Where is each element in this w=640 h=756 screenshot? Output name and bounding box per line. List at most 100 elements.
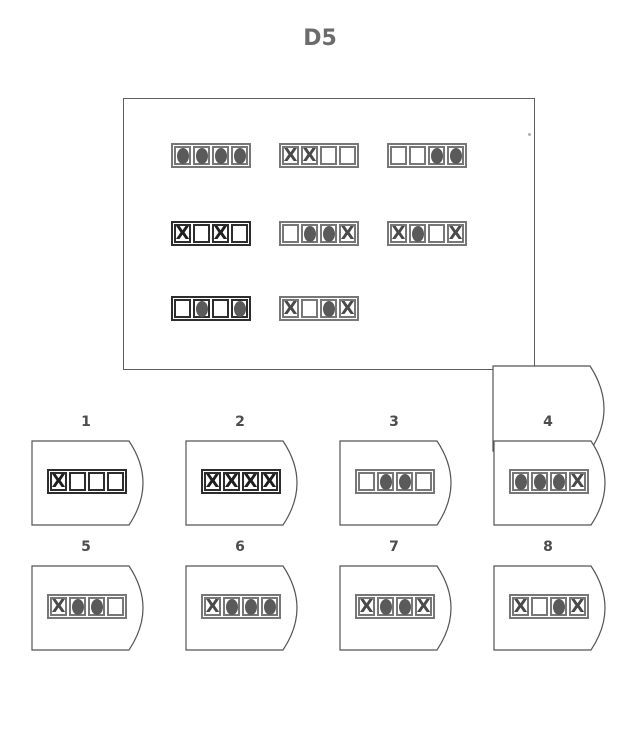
x-mark-icon: X (283, 144, 298, 166)
matrix-strip-r1-c3 (387, 143, 467, 168)
matrix-strip-r2-c2: X (279, 221, 359, 246)
strip-cell-x: X (174, 224, 191, 243)
option-strip: X (509, 469, 589, 494)
filled-oval-icon (195, 300, 208, 317)
filled-oval-icon (430, 147, 443, 164)
strip-cell-dot (88, 597, 105, 616)
puzzle-title: D5 (303, 26, 337, 51)
filled-oval-icon (233, 147, 246, 164)
matrix-strip-r1-c1 (171, 143, 251, 168)
filled-oval-icon (263, 598, 276, 615)
strip-cell-blank (88, 472, 105, 491)
strip-cell-x: X (50, 472, 67, 491)
strip-cell-blank (193, 224, 210, 243)
strip-cell-blank (107, 472, 124, 491)
strip-cell-dot (231, 299, 248, 318)
strip-cell-x: X (261, 472, 278, 491)
option-number: 1 (81, 414, 91, 430)
strip-cell-dot (377, 472, 394, 491)
x-mark-icon: X (302, 144, 317, 166)
x-mark-icon: X (205, 470, 220, 492)
x-mark-icon: X (262, 470, 277, 492)
strip-cell-x: X (415, 597, 432, 616)
x-mark-icon: X (283, 297, 298, 319)
filled-oval-icon (322, 225, 335, 242)
strip-cell-blank (301, 299, 318, 318)
x-mark-icon: X (51, 470, 66, 492)
strip-cell-blank (231, 224, 248, 243)
strip-cell-dot (242, 597, 259, 616)
strip-cell-x: X (390, 224, 407, 243)
filled-oval-icon (398, 473, 411, 490)
strip-cell-x: X (204, 472, 221, 491)
filled-oval-icon (90, 598, 103, 615)
x-mark-icon: X (340, 297, 355, 319)
x-mark-icon: X (205, 595, 220, 617)
strip-cell-x: X (339, 299, 356, 318)
x-mark-icon: X (224, 470, 239, 492)
strip-cell-x: X (569, 597, 586, 616)
strip-cell-x: X (212, 224, 229, 243)
strip-cell-dot (301, 224, 318, 243)
strip-cell-dot (193, 146, 210, 165)
strip-cell-dot (223, 597, 240, 616)
strip-cell-x: X (301, 146, 318, 165)
filled-oval-icon (244, 598, 257, 615)
strip-cell-blank (339, 146, 356, 165)
strip-cell-x: X (50, 597, 67, 616)
strip-cell-dot (512, 472, 529, 491)
strip-cell-dot (193, 299, 210, 318)
option-number: 5 (81, 539, 91, 555)
strip-cell-dot (550, 597, 567, 616)
strip-cell-dot (261, 597, 278, 616)
x-mark-icon: X (51, 595, 66, 617)
option-strip: X (201, 594, 281, 619)
strip-cell-dot (320, 299, 337, 318)
strip-cell-x: X (204, 597, 221, 616)
x-mark-icon: X (213, 222, 228, 244)
strip-cell-dot (174, 146, 191, 165)
x-mark-icon: X (175, 222, 190, 244)
strip-cell-dot (550, 472, 567, 491)
filled-oval-icon (449, 147, 462, 164)
strip-cell-x: X (242, 472, 259, 491)
filled-oval-icon (176, 147, 189, 164)
strip-cell-blank (69, 472, 86, 491)
strip-cell-x: X (569, 472, 586, 491)
option-number: 7 (389, 539, 399, 555)
speck (528, 133, 531, 136)
matrix-strip-r3-c1 (171, 296, 251, 321)
filled-oval-icon (71, 598, 84, 615)
strip-cell-dot (231, 146, 248, 165)
filled-oval-icon (225, 598, 238, 615)
strip-cell-dot (377, 597, 394, 616)
x-mark-icon: X (243, 470, 258, 492)
x-mark-icon: X (391, 222, 406, 244)
answer-option-3[interactable]: 3 (339, 414, 467, 526)
strip-cell-blank (358, 472, 375, 491)
filled-oval-icon (411, 225, 424, 242)
strip-cell-dot (396, 472, 413, 491)
strip-cell-blank (390, 146, 407, 165)
x-mark-icon: X (359, 595, 374, 617)
strip-cell-blank (428, 224, 445, 243)
strip-cell-blank (282, 224, 299, 243)
strip-cell-dot (447, 146, 464, 165)
filled-oval-icon (552, 598, 565, 615)
filled-oval-icon (195, 147, 208, 164)
strip-cell-x: X (223, 472, 240, 491)
strip-cell-x: X (358, 597, 375, 616)
x-mark-icon: X (340, 222, 355, 244)
x-mark-icon: X (570, 470, 585, 492)
